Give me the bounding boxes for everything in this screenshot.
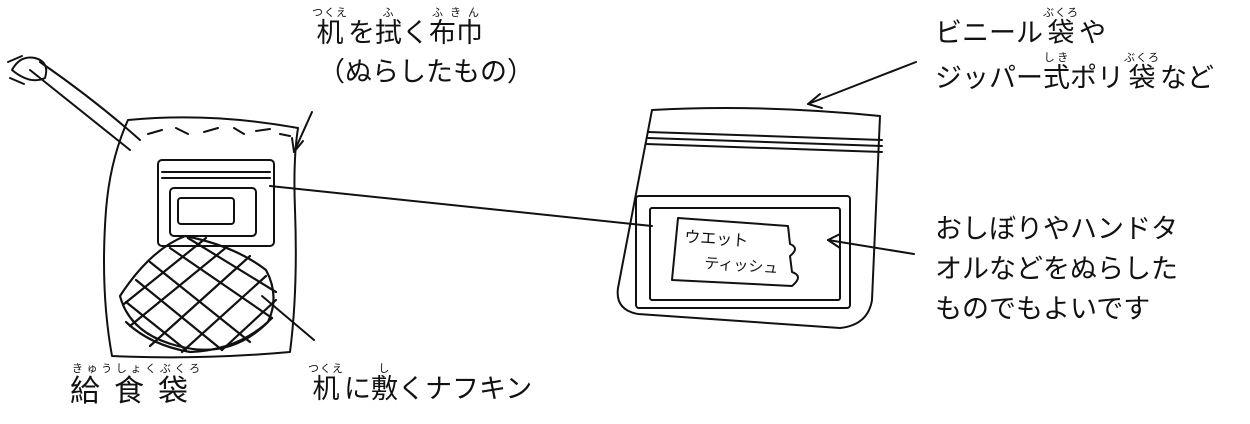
bag-stitches <box>147 127 291 137</box>
label-text: など <box>1160 63 1214 94</box>
connector-line <box>269 185 653 227</box>
wet-tissue-text-line1: ウエット <box>684 227 749 250</box>
towel-label-note: （ぬらしたもの） <box>318 57 534 88</box>
drawstring-knot <box>11 56 48 82</box>
napkin-drawing <box>118 234 278 354</box>
zip-pouch-outline <box>616 107 881 329</box>
label-text: に <box>344 374 371 405</box>
drawstring <box>29 69 131 151</box>
ruby-word: 布巾ふきん <box>429 6 483 49</box>
lunch-bag-drawing <box>7 55 315 359</box>
napkin-label: 机つくえに敷しくナフキン <box>308 362 532 403</box>
zip-pouch-window <box>635 195 851 309</box>
ruby-word: 式しき <box>1043 51 1070 94</box>
towel-label-line: 机つくえを拭ふく布巾ふきん <box>312 6 534 47</box>
towel-arrow-line <box>293 111 313 153</box>
lunch-bag-name: 給食袋きゅうしょくぶくろ <box>70 362 202 409</box>
label-text: くナフキン <box>398 374 533 405</box>
pouch-arrow-line <box>807 61 917 105</box>
bag-inner-pouch <box>157 159 275 247</box>
lunch-bag-label: 給食袋きゅうしょくぶくろ <box>70 362 202 407</box>
zip-pouch-drawing <box>616 61 917 329</box>
label-text: ジッパー <box>935 63 1043 94</box>
ruby-word: 袋ぶくろ <box>1124 51 1160 94</box>
pouch-type-label: ビニール袋ぶくろや ジッパー式しきポリ袋ぶくろなど <box>935 6 1214 92</box>
alt-label: おしぼりやハンドタ オルなどをぬらした ものでもよいです <box>935 210 1178 330</box>
bag-outline <box>103 116 299 359</box>
alt-label-line1: おしぼりやハンドタ <box>935 214 1178 245</box>
ruby-word: 机つくえ <box>312 6 348 49</box>
ruby-word: 拭ふ <box>375 6 402 49</box>
label-text: や <box>1079 18 1106 49</box>
napkin-label-line: 机つくえに敷しくナフキン <box>308 362 532 403</box>
alt-arrow-line <box>827 239 915 255</box>
ruby-word: 敷し <box>371 362 398 405</box>
label-text: を <box>348 18 375 49</box>
ruby-word: 机つくえ <box>308 362 344 405</box>
pouch-type-line1: ビニール袋ぶくろや <box>935 6 1214 47</box>
pouch-type-line2: ジッパー式しきポリ袋ぶくろなど <box>935 51 1214 92</box>
wet-tissue-card <box>671 217 799 287</box>
towel-label: 机つくえを拭ふく布巾ふきん （ぬらしたもの） <box>312 6 534 86</box>
alt-label-line3: ものでもよいです <box>935 294 1151 325</box>
label-text: ポリ <box>1070 63 1124 94</box>
alt-label-line2: オルなどをぬらした <box>935 254 1178 285</box>
wet-tissue-text-line2: ティッシュ <box>704 254 779 277</box>
napkin-arrow-line <box>261 295 315 341</box>
drawstring <box>39 61 141 141</box>
label-text: ビニール <box>935 18 1043 49</box>
label-text: く <box>402 18 429 49</box>
ruby-word: 袋ぶくろ <box>1043 6 1079 49</box>
